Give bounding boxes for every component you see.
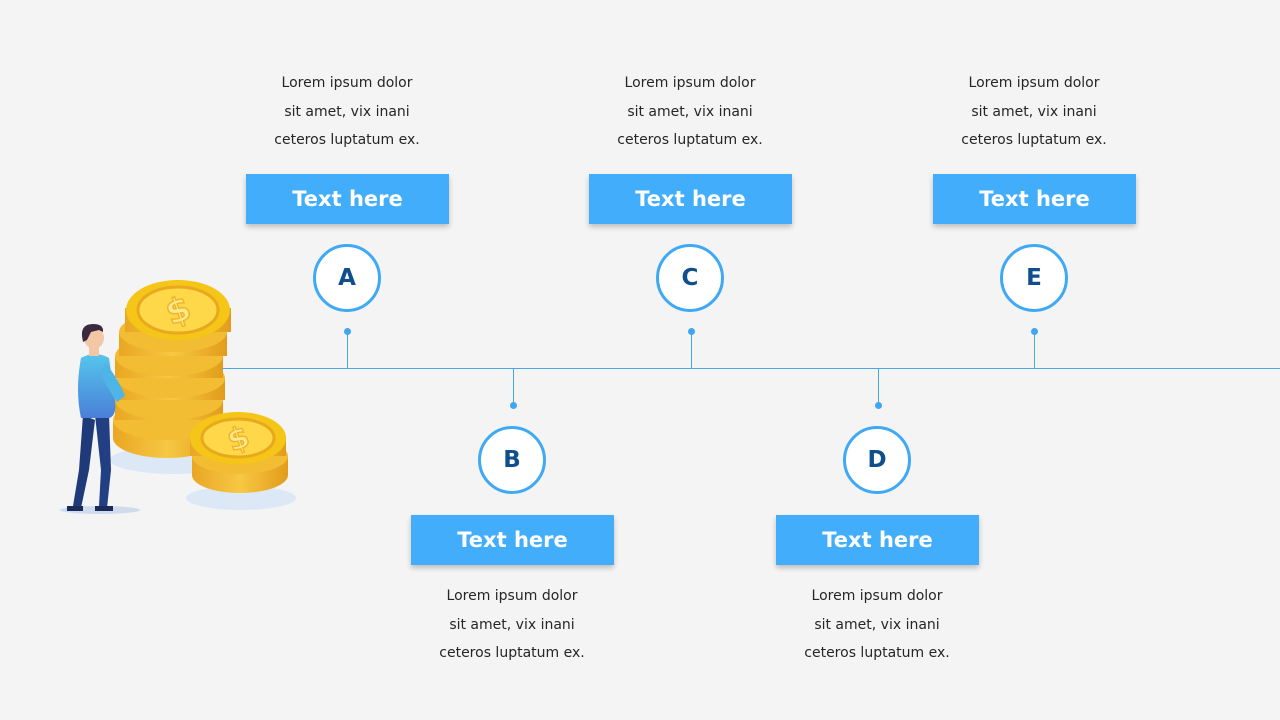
description-line: ceteros luptatum ex. bbox=[439, 645, 585, 661]
milestone-b-label-box: Text here bbox=[411, 515, 614, 565]
milestone-b-connector bbox=[513, 369, 514, 405]
milestone-a-label-box: Text here bbox=[246, 174, 449, 224]
milestone-c-circle: C bbox=[656, 244, 724, 312]
milestone-d-description: Lorem ipsum dolor sit amet, vix inani ce… bbox=[757, 582, 997, 668]
description-line: ceteros luptatum ex. bbox=[804, 645, 950, 661]
milestone-e-label-box: Text here bbox=[933, 174, 1136, 224]
milestone-e-circle: E bbox=[1000, 244, 1068, 312]
description-line: sit amet, vix inani bbox=[627, 103, 753, 120]
milestone-d-dot bbox=[875, 402, 882, 409]
description-line: Lorem ipsum dolor bbox=[968, 75, 1100, 91]
description-line: ceteros luptatum ex. bbox=[274, 132, 420, 148]
milestone-e-description: Lorem ipsum dolor sit amet, vix inani ce… bbox=[914, 69, 1154, 155]
description-line: ceteros luptatum ex. bbox=[961, 132, 1107, 148]
description-line: sit amet, vix inani bbox=[814, 616, 940, 633]
milestone-letter: B bbox=[503, 447, 521, 473]
description-line: Lorem ipsum dolor bbox=[811, 588, 943, 604]
milestone-d-connector bbox=[878, 369, 879, 405]
milestone-d-circle: D bbox=[843, 426, 911, 494]
milestone-d-label-box: Text here bbox=[776, 515, 979, 565]
coin-stack-small: $ bbox=[190, 412, 288, 493]
milestone-c-label-box: Text here bbox=[589, 174, 792, 224]
timeline-line bbox=[222, 368, 1280, 369]
description-line: sit amet, vix inani bbox=[284, 103, 410, 120]
milestone-a-description: Lorem ipsum dolor sit amet, vix inani ce… bbox=[227, 69, 467, 155]
milestone-e-dot bbox=[1031, 328, 1038, 335]
milestone-a-dot bbox=[344, 328, 351, 335]
milestone-c-description: Lorem ipsum dolor sit amet, vix inani ce… bbox=[570, 69, 810, 155]
milestone-b-dot bbox=[510, 402, 517, 409]
milestone-letter: C bbox=[681, 265, 699, 291]
milestone-letter: E bbox=[1026, 265, 1042, 291]
milestone-c-dot bbox=[688, 328, 695, 335]
milestone-letter: D bbox=[867, 447, 887, 473]
milestone-c-connector bbox=[691, 332, 692, 368]
coin-stack-illustration: $ $ bbox=[60, 280, 296, 514]
milestone-b-description: Lorem ipsum dolor sit amet, vix inani ce… bbox=[392, 582, 632, 668]
milestone-a-connector bbox=[347, 332, 348, 368]
description-line: ceteros luptatum ex. bbox=[617, 132, 763, 148]
description-line: Lorem ipsum dolor bbox=[446, 588, 578, 604]
description-line: sit amet, vix inani bbox=[971, 103, 1097, 120]
description-line: Lorem ipsum dolor bbox=[624, 75, 756, 91]
milestone-e-connector bbox=[1034, 332, 1035, 368]
description-line: sit amet, vix inani bbox=[449, 616, 575, 633]
milestone-letter: A bbox=[338, 265, 356, 291]
coin-stack-large: $ bbox=[113, 280, 231, 458]
milestone-a-circle: A bbox=[313, 244, 381, 312]
description-line: Lorem ipsum dolor bbox=[281, 75, 413, 91]
person-figure bbox=[67, 324, 125, 511]
milestone-b-circle: B bbox=[478, 426, 546, 494]
